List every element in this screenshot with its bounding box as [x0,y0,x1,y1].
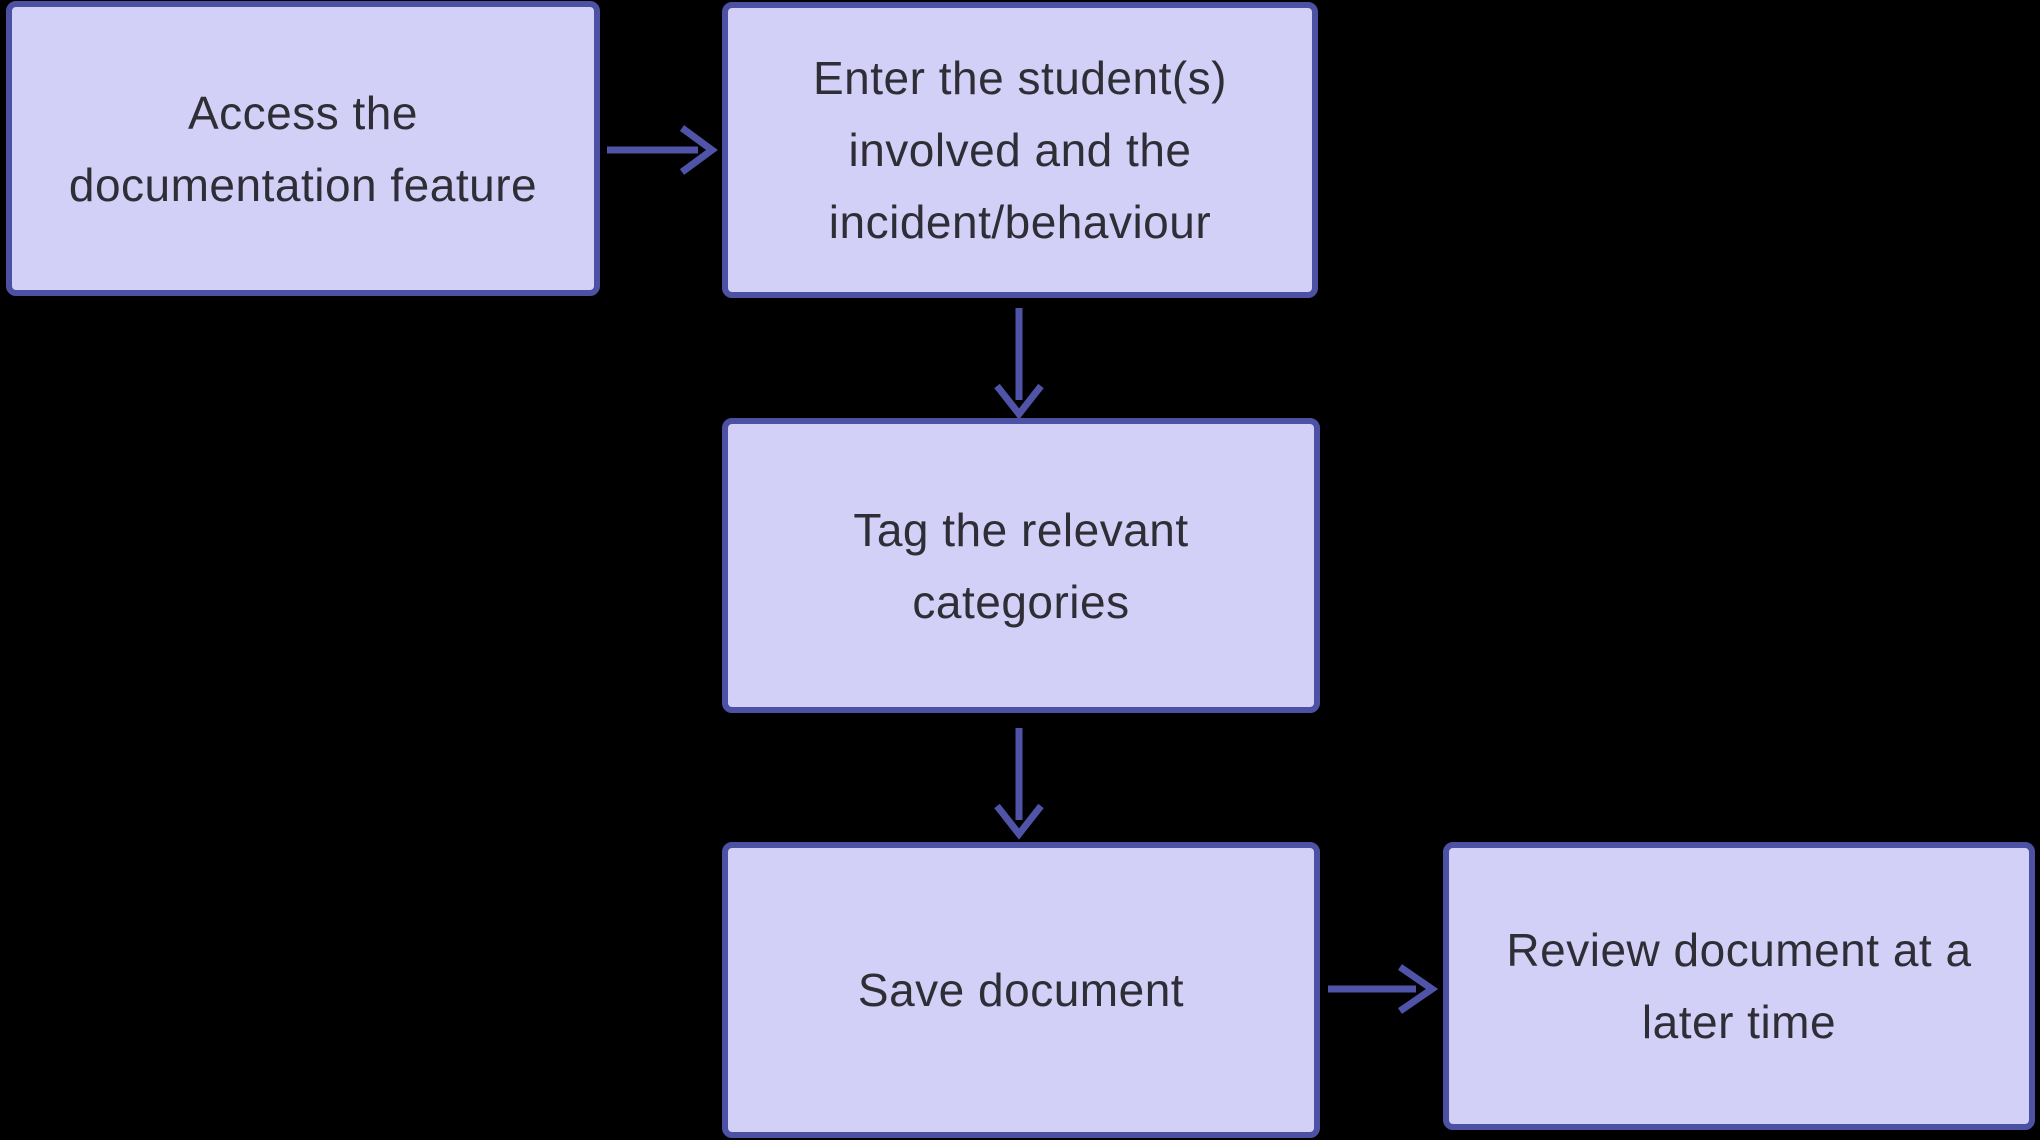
arrow-step4-to-step5-icon [1328,964,1439,1014]
flow-node-review-document-later: Review document at a later time [1443,842,2035,1130]
arrow-head [994,803,1044,840]
node-label: Save document [857,964,1185,1016]
arrow-step3-to-step4-icon [994,728,1044,840]
flow-node-access-documentation: Access the documentation feature [6,1,600,296]
node-label: Review document at a later time [1506,924,1972,1048]
node-label: Enter the student(s) involved and the in… [813,52,1227,248]
arrow-head [679,125,718,175]
node-label: Access the documentation feature [68,86,538,211]
flow-node-save-document: Save document [722,842,1320,1138]
flow-node-tag-categories: Tag the relevant categories [722,418,1320,713]
arrow-step1-to-step2-icon [607,125,718,175]
arrow-head [1398,964,1439,1014]
node-label: Tag the relevant categories [853,503,1189,628]
arrow-head [994,383,1044,420]
arrow-step2-to-step3-icon [994,308,1044,420]
flow-node-enter-students-incident: Enter the student(s) involved and the in… [722,2,1318,298]
